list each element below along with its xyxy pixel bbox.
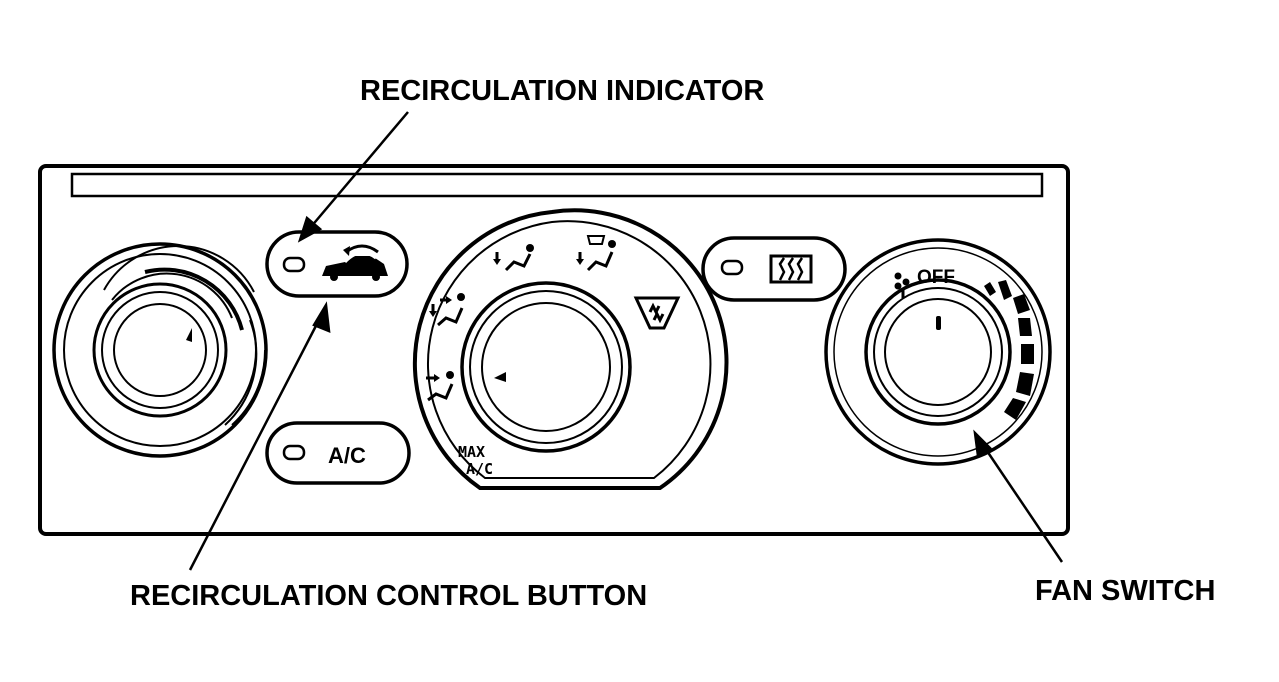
- front-defrost-icon: [633, 296, 681, 330]
- control-panel: [38, 164, 1070, 536]
- fan-switch[interactable]: OFF: [824, 238, 1052, 466]
- fan-switch-label: FAN SWITCH: [1035, 575, 1215, 607]
- fan-icon: [894, 272, 910, 298]
- mode-dial[interactable]: MAX A/C: [412, 208, 729, 490]
- leader-recirculation-control-button: [188, 301, 331, 571]
- vent-icon: [426, 371, 454, 402]
- recirculation-control-button[interactable]: [265, 230, 409, 298]
- ac-button-label: A/C: [328, 443, 366, 468]
- floor-icon: [493, 244, 534, 272]
- rear-defrost-indicator-light: [720, 259, 744, 276]
- bi-level-icon: [429, 293, 465, 327]
- fan-pointer-icon: [936, 316, 941, 330]
- max-ac-label: A/C: [466, 460, 493, 478]
- leader-fan-switch: [973, 429, 1064, 563]
- recirculation-indicator-label: RECIRCULATION INDICATOR: [360, 75, 764, 107]
- leader-recirculation-indicator: [297, 111, 409, 243]
- temperature-pointer-icon: [186, 328, 192, 342]
- ac-indicator-light: [282, 444, 306, 461]
- recirculation-indicator-light: [282, 256, 306, 273]
- fan-off-label: OFF: [917, 267, 955, 288]
- rear-defrost-button[interactable]: [701, 236, 847, 302]
- rear-defrost-icon: [769, 254, 813, 284]
- car-recirculation-icon: [322, 244, 388, 281]
- floor-defrost-icon: [576, 235, 616, 272]
- ac-button[interactable]: A/C: [265, 421, 411, 485]
- temperature-dial[interactable]: [52, 242, 268, 458]
- max-label: MAX: [458, 443, 485, 461]
- recirculation-control-button-label: RECIRCULATION CONTROL BUTTON: [130, 580, 647, 612]
- mode-pointer-icon: [494, 372, 506, 382]
- fan-speed-scale: [984, 280, 1034, 420]
